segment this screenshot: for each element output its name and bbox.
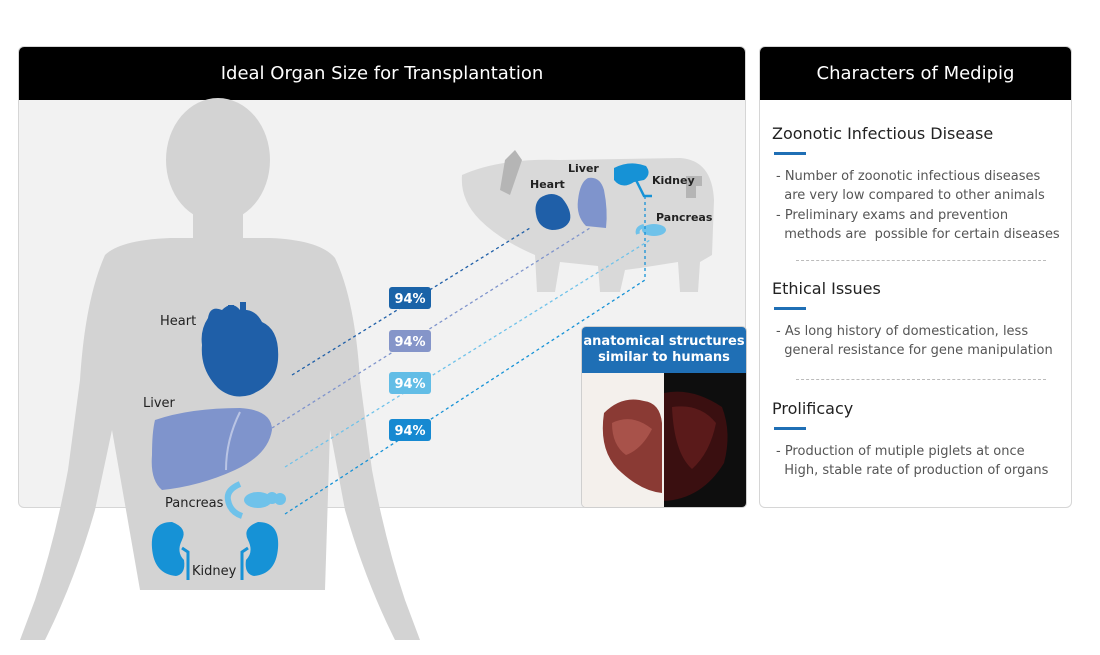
pig-heart-label: Heart (530, 178, 565, 191)
human-liver-label: Liver (143, 396, 176, 411)
svg-text:94%: 94% (394, 377, 425, 392)
zoonotic-section-title: Zoonotic Infectious Disease (772, 124, 994, 143)
pig-liver-icon (577, 177, 607, 228)
heart-photo-image (582, 373, 746, 507)
zoonotic-bullet-1: - Number of zoonotic infectious diseases… (776, 169, 1045, 203)
ethical-section-rule (774, 307, 806, 310)
pig-kidney-icon (614, 163, 652, 198)
medipig-characters-panel: Characters of Medipig Zoonotic Infectiou… (759, 46, 1072, 508)
section-divider (796, 260, 1046, 261)
percent-badge: 94% (389, 372, 431, 394)
pig-pancreas-icon (635, 224, 666, 236)
ethical-bullet-1: - As long history of domestication, less… (776, 324, 1053, 358)
percent-badge: 94% (389, 287, 431, 309)
zoonotic-bullet-2: - Preliminary exams and prevention metho… (776, 208, 1060, 242)
heart-comparison-photo: anatomical structures similar to humans (581, 326, 747, 508)
human-kidney-label: Kidney (192, 564, 237, 579)
liver-connector (271, 227, 591, 429)
organ-size-panel-title: Ideal Organ Size for Transplantation (19, 47, 745, 100)
human-heart-label: Heart (160, 314, 196, 329)
svg-text:94%: 94% (394, 292, 425, 307)
zoonotic-section-rule (774, 152, 806, 155)
pig-heart-icon (535, 194, 571, 230)
photo-caption: anatomical structures similar to humans (582, 327, 746, 373)
prolificacy-section-rule (774, 427, 806, 430)
svg-text:94%: 94% (394, 424, 425, 439)
prolificacy-bullet-1: - Production of mutiple piglets at once … (776, 444, 1049, 478)
pig-kidney-label: Kidney (652, 174, 695, 187)
medipig-characters-title: Characters of Medipig (760, 47, 1071, 100)
human-pancreas-icon (224, 481, 286, 519)
pig-liver-label: Liver (568, 162, 599, 175)
percent-badge: 94% (389, 419, 431, 441)
human-liver-icon (151, 408, 272, 490)
percent-badge: 94% (389, 330, 431, 352)
human-kidney-left-icon (151, 522, 190, 580)
human-kidney-right-icon (240, 522, 279, 580)
pig-pancreas-label: Pancreas (656, 211, 713, 224)
section-divider (796, 379, 1046, 380)
human-pancreas-label: Pancreas (165, 496, 224, 511)
human-heart-icon (201, 302, 279, 397)
svg-text:94%: 94% (394, 335, 425, 350)
prolificacy-section-title: Prolificacy (772, 399, 854, 418)
ethical-section-title: Ethical Issues (772, 279, 881, 298)
